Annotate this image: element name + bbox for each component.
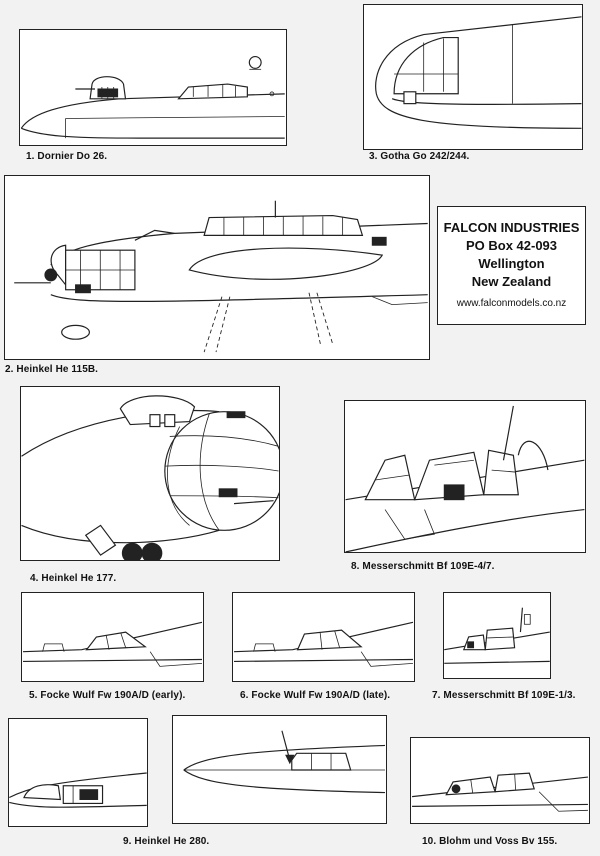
caption-7: 7. Messerschmitt Bf 109E-1/3. <box>432 690 576 701</box>
po-box: PO Box 42-093 <box>465 238 558 253</box>
heinkel-he115b-illustration <box>14 200 428 353</box>
focke-wulf-fw190-late-illustration <box>234 621 414 667</box>
dornier-do26-illustration <box>20 55 285 139</box>
caption-3: 3. Gotha Go 242/244. <box>369 151 470 162</box>
caption-10: 10. Blohm und Voss Bv 155. <box>422 836 558 847</box>
messerschmitt-bf109e4-illustration <box>345 405 585 552</box>
focke-wulf-fw190-early-illustration <box>23 621 203 667</box>
drawing-heinkel-he280 <box>8 718 148 827</box>
drawing-messerschmitt-bf109e4 <box>344 400 586 553</box>
drawing-heinkel-he115b <box>4 175 430 360</box>
drawing-glazed-nose <box>172 715 387 824</box>
city: Wellington <box>478 256 545 271</box>
glazed-nose-illustration <box>183 730 386 794</box>
website-link[interactable]: www.falconmodels.co.nz <box>456 298 567 309</box>
gotha-go242-illustration <box>375 16 582 129</box>
caption-6: 6. Focke Wulf Fw 190A/D (late). <box>240 690 391 701</box>
caption-4: 4. Heinkel He 177. <box>30 573 117 584</box>
company-name: FALCON INDUSTRIES <box>443 220 580 235</box>
drawing-focke-wulf-fw190-early <box>21 592 204 682</box>
caption-1: 1. Dornier Do 26. <box>26 151 108 162</box>
caption-5: 5. Focke Wulf Fw 190A/D (early). <box>29 690 186 701</box>
drawing-gotha-go242 <box>363 4 583 150</box>
caption-9: 9. Heinkel He 280. <box>123 836 210 847</box>
country: New Zealand <box>471 274 552 289</box>
caption-8: 8. Messerschmitt Bf 109E-4/7. <box>351 561 495 572</box>
drawing-messerschmitt-bf109e1 <box>443 592 551 679</box>
messerschmitt-bf109e1-illustration <box>444 607 550 664</box>
heinkel-he177-illustration <box>21 395 279 560</box>
caption-2: 2. Heinkel He 115B. <box>5 364 99 375</box>
address-box: FALCON INDUSTRIES PO Box 42-093 Wellingt… <box>437 206 586 325</box>
heinkel-he280-illustration <box>9 772 147 808</box>
drawing-focke-wulf-fw190-late <box>232 592 415 682</box>
drawing-heinkel-he177 <box>20 386 280 561</box>
blohm-voss-bv155-illustration <box>412 772 588 812</box>
drawing-dornier-do26 <box>19 29 287 146</box>
drawing-blohm-voss-bv155 <box>410 737 590 824</box>
